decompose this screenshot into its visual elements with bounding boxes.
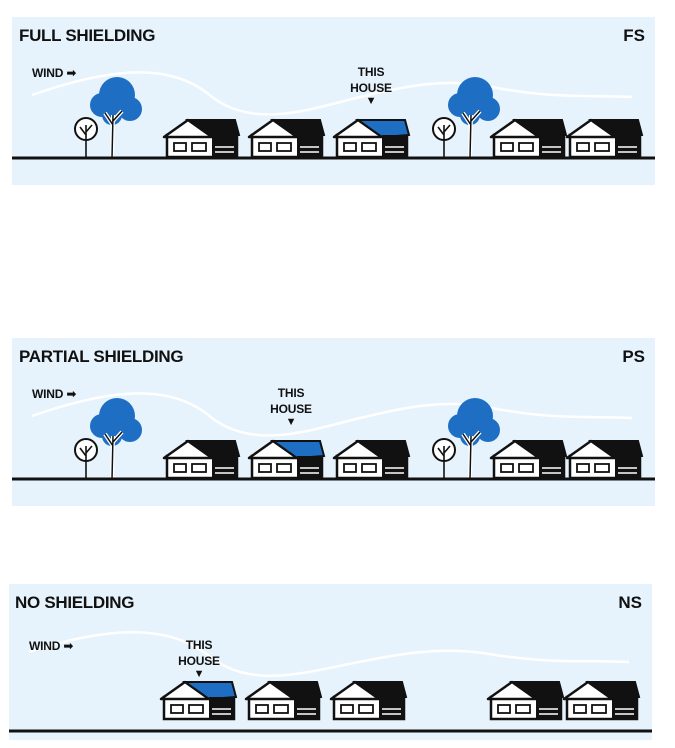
- house-5: [562, 680, 641, 721]
- scene-no-shielding: [9, 631, 652, 733]
- wind-arrow-icon: ➡: [63, 639, 74, 653]
- wind-arrow-icon: ➡: [66, 66, 77, 80]
- house-5: [565, 439, 644, 480]
- house-this: [332, 118, 411, 159]
- panel-code: FS: [623, 26, 645, 45]
- house-4: [489, 439, 568, 480]
- wind-flow-line: [31, 392, 633, 437]
- down-arrow-icon: ▼: [193, 668, 205, 680]
- wind-flow-line: [28, 631, 630, 678]
- house-2: [244, 680, 323, 721]
- house-2: [247, 118, 326, 159]
- house-this: [159, 680, 238, 721]
- house-this: [247, 439, 326, 480]
- down-arrow-icon: ▼: [365, 95, 377, 107]
- panel-title: FULL SHIELDING: [19, 26, 156, 45]
- panel-full-shielding: FULL SHIELDING FS WIND ➡ THIS HOUSE ▼: [12, 17, 655, 185]
- house-1: [162, 118, 241, 159]
- tree-cluster-middle: [432, 398, 500, 480]
- tree-cluster-left: [74, 77, 142, 159]
- tree-cluster-left: [74, 398, 142, 480]
- panel-no-shielding: NO SHIELDING NS WIND ➡ THIS HOUSE ▼: [9, 584, 652, 740]
- panel-code: PS: [622, 347, 645, 366]
- house-5: [565, 118, 644, 159]
- wind-label: WIND ➡: [29, 639, 74, 653]
- panel-title: NO SHIELDING: [15, 593, 135, 612]
- wind-flow-line: [31, 71, 633, 116]
- scene-full-shielding: [12, 71, 655, 160]
- house-4: [486, 680, 565, 721]
- wind-label: WIND ➡: [32, 66, 77, 80]
- house-3: [332, 439, 411, 480]
- wind-arrow-icon: ➡: [66, 387, 77, 401]
- panel-partial-shielding: PARTIAL SHIELDING PS WIND ➡ THIS HOUSE ▼: [12, 338, 655, 506]
- house-1: [162, 439, 241, 480]
- panel-code: NS: [618, 593, 642, 612]
- this-house-label: THIS HOUSE ▼: [169, 637, 229, 680]
- house-4: [489, 118, 568, 159]
- house-3: [329, 680, 408, 721]
- this-house-label: THIS HOUSE ▼: [341, 64, 401, 107]
- scene-partial-shielding: [12, 392, 655, 481]
- wind-label: WIND ➡: [32, 387, 77, 401]
- this-house-label: THIS HOUSE ▼: [261, 385, 321, 428]
- tree-cluster-middle: [432, 77, 500, 159]
- panel-title: PARTIAL SHIELDING: [19, 347, 184, 366]
- down-arrow-icon: ▼: [285, 416, 297, 428]
